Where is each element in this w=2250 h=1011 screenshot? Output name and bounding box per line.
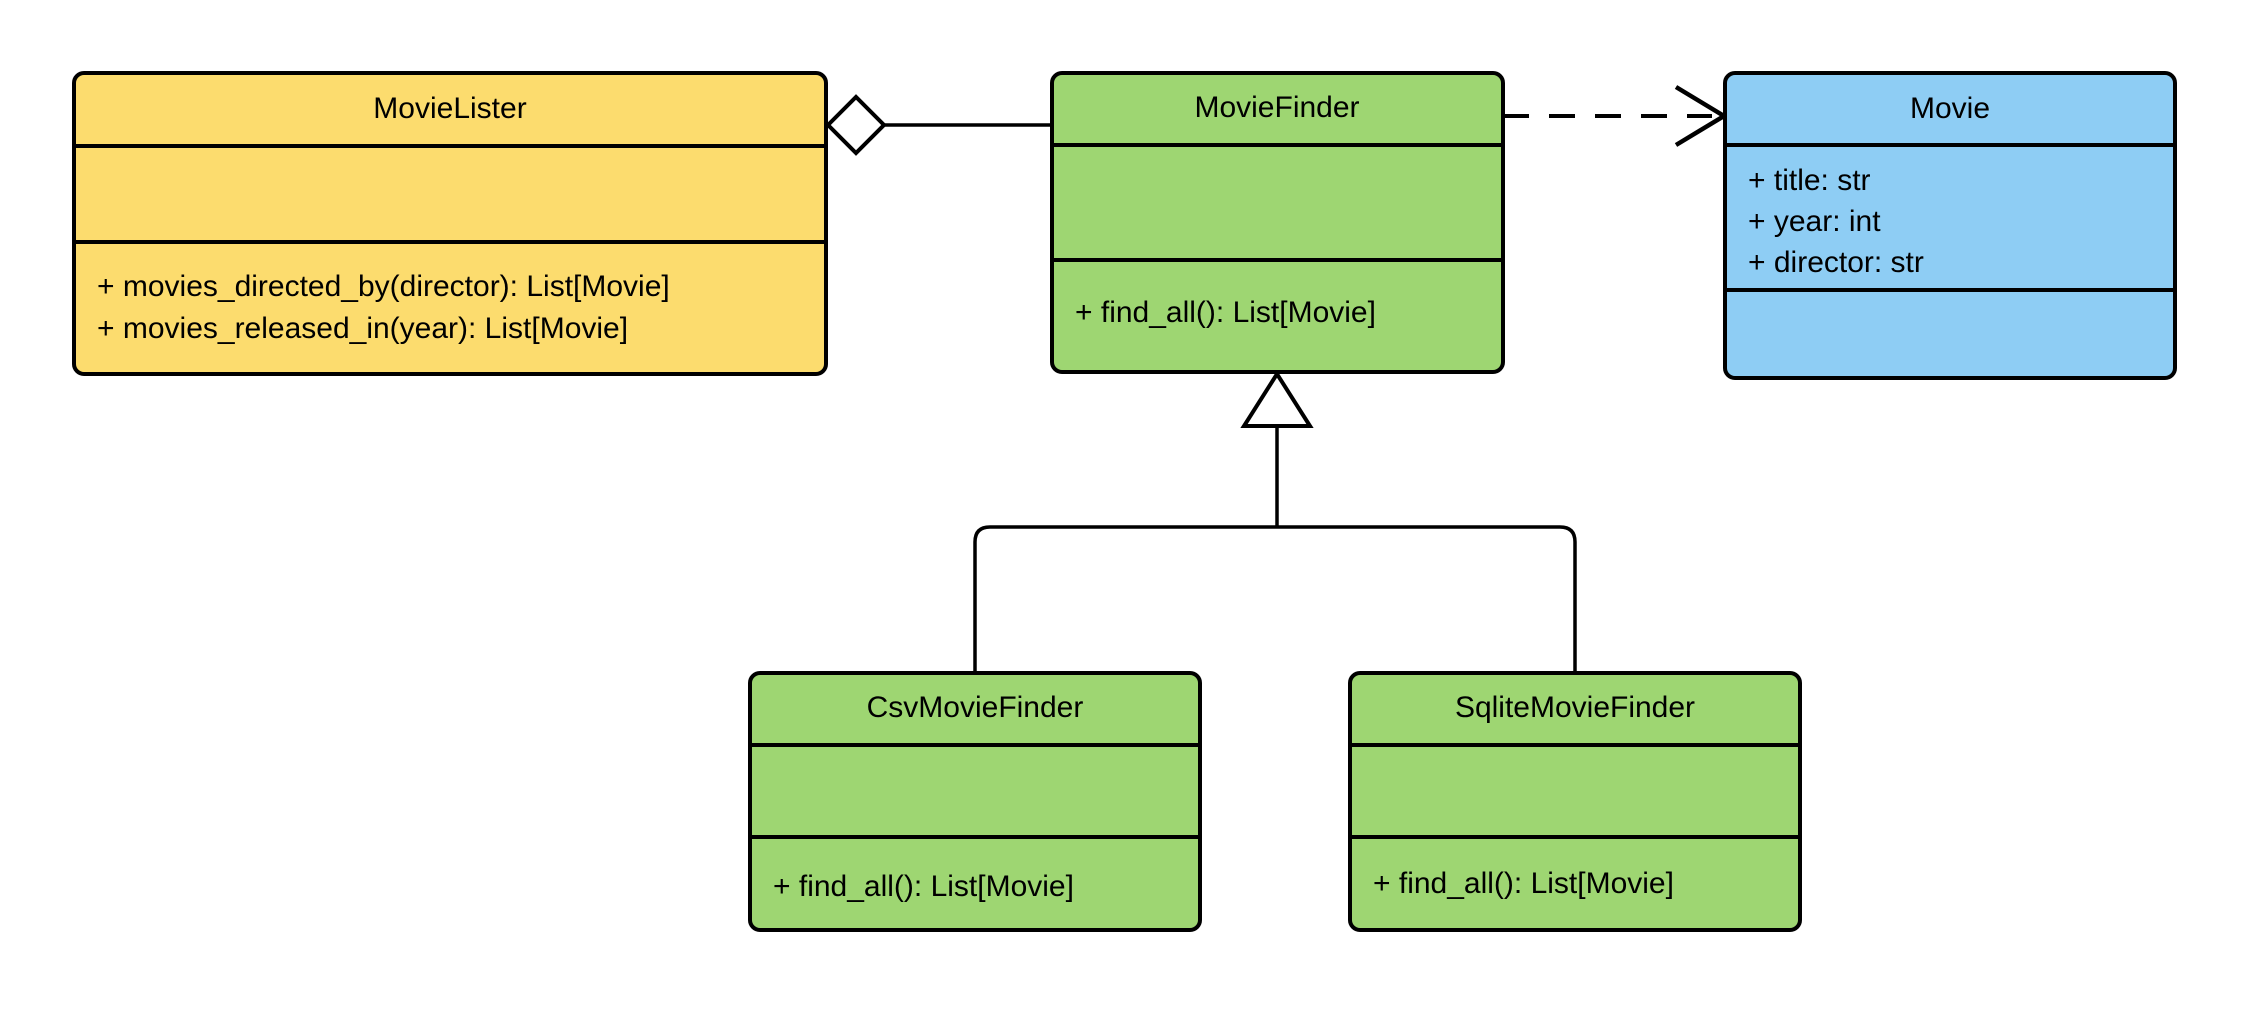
movielister-box-shape [72,71,828,376]
class-box-moviefinder[interactable]: MovieFinder + find_all(): List[Movie] [1050,71,1505,374]
movie-title: Movie [1910,92,1990,125]
movielister-title: MovieLister [373,92,526,125]
sqlitemoviefinder-title: SqliteMovieFinder [1455,691,1695,724]
sqlitemoviefinder-box-shape [1348,671,1802,932]
edge-generalization-tree [973,370,1577,673]
hollow-diamond-icon [825,94,887,156]
class-box-sqlitemoviefinder[interactable]: SqliteMovieFinder + find_all(): List[Mov… [1348,671,1802,932]
movie-attribute-0: + title: str [1748,164,1871,197]
class-box-movielister[interactable]: MovieLister + movies_directed_by(directo… [72,71,828,376]
movie-attribute-1: + year: int [1748,205,1881,238]
hollow-triangle-icon [1240,370,1314,428]
generalization-branch-csv [973,525,1277,673]
csvmoviefinder-box-shape [748,671,1202,932]
sqlitemoviefinder-method-0: + find_all(): List[Movie] [1373,867,1674,900]
movielister-method-0: + movies_directed_by(director): List[Mov… [97,270,670,303]
movie-attribute-2: + director: str [1748,246,1924,279]
generalization-branch-sqlite [1277,525,1577,673]
edge-dependency-moviefinder-movie [1503,85,1729,147]
class-box-movie[interactable]: Movie + title: str + year: int + directo… [1723,71,2177,380]
moviefinder-title: MovieFinder [1194,91,1359,124]
movielister-method-1: + movies_released_in(year): List[Movie] [97,312,628,345]
class-box-csvmoviefinder[interactable]: CsvMovieFinder + find_all(): List[Movie] [748,671,1202,932]
csvmoviefinder-method-0: + find_all(): List[Movie] [773,870,1074,903]
moviefinder-box-shape [1050,71,1505,374]
edge-aggregation-movielister-moviefinder [825,94,1052,156]
csvmoviefinder-title: CsvMovieFinder [867,691,1084,724]
moviefinder-method-0: + find_all(): List[Movie] [1075,296,1376,329]
movie-box-shape [1723,71,2177,380]
